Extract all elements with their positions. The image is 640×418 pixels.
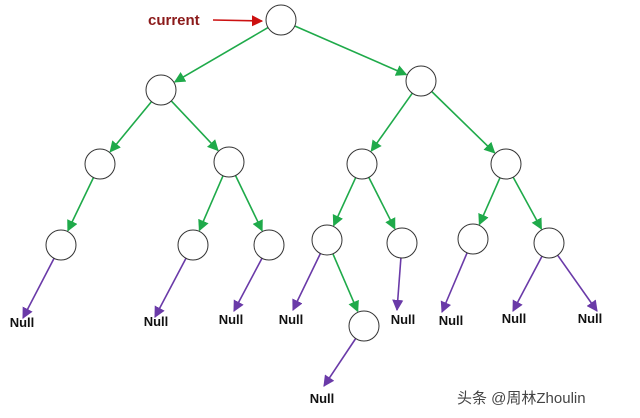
edge-e-k [368,177,396,230]
tree-node [311,224,343,256]
null-edge-h-1 [154,257,187,318]
edge-b-f [431,90,496,154]
tree-node [45,229,77,261]
edge-a-d [170,100,219,152]
tree-node [177,229,209,261]
null-label: Null [578,311,603,326]
null-edge-l-5 [440,252,468,314]
nodes-layer [45,4,565,342]
tree-node [84,148,116,180]
edges-layer [22,25,598,387]
null-edge-m-7 [557,254,598,312]
edge-d-h [198,175,224,232]
null-label: Null [10,315,35,330]
null-label: Null [144,314,169,329]
null-label: Null [502,311,527,326]
edge-c-g [67,177,95,232]
current-label: current [148,12,200,29]
tree-node [348,310,380,342]
tree-node [386,227,418,259]
null-label: Null [310,391,335,406]
tree-node [253,229,285,261]
null-label: Null [391,312,416,327]
null-edge-g-0 [22,257,55,319]
edge-d-i [234,175,263,232]
tree-node [346,148,378,180]
tree-node [145,74,177,106]
null-label: Null [219,312,244,327]
tree-node [490,148,522,180]
null-edge-m-6 [512,255,543,312]
edge-e-j [332,177,357,227]
null-label: Null [439,313,464,328]
edge-j-n [332,253,359,313]
edge-a-c [109,101,153,153]
edge-f-m [512,176,543,230]
null-label: Null [279,312,304,327]
current-pointer-arrow [212,15,264,27]
edge-root-a [173,26,269,83]
edge-root-b [294,25,408,76]
null-edge-n-8 [323,338,357,387]
edge-b-e [370,92,413,152]
null-edge-k-4 [392,257,404,312]
tree-node [405,65,437,97]
tree-node [213,146,245,178]
null-edge-j-3 [292,253,322,312]
edge-f-l [478,177,501,226]
null-edge-i-2 [233,257,263,312]
tree-node [457,223,489,255]
tree-node [533,227,565,259]
tree-node-root [265,4,297,36]
watermark-text: 头条 @周林Zhoulin [457,390,586,407]
